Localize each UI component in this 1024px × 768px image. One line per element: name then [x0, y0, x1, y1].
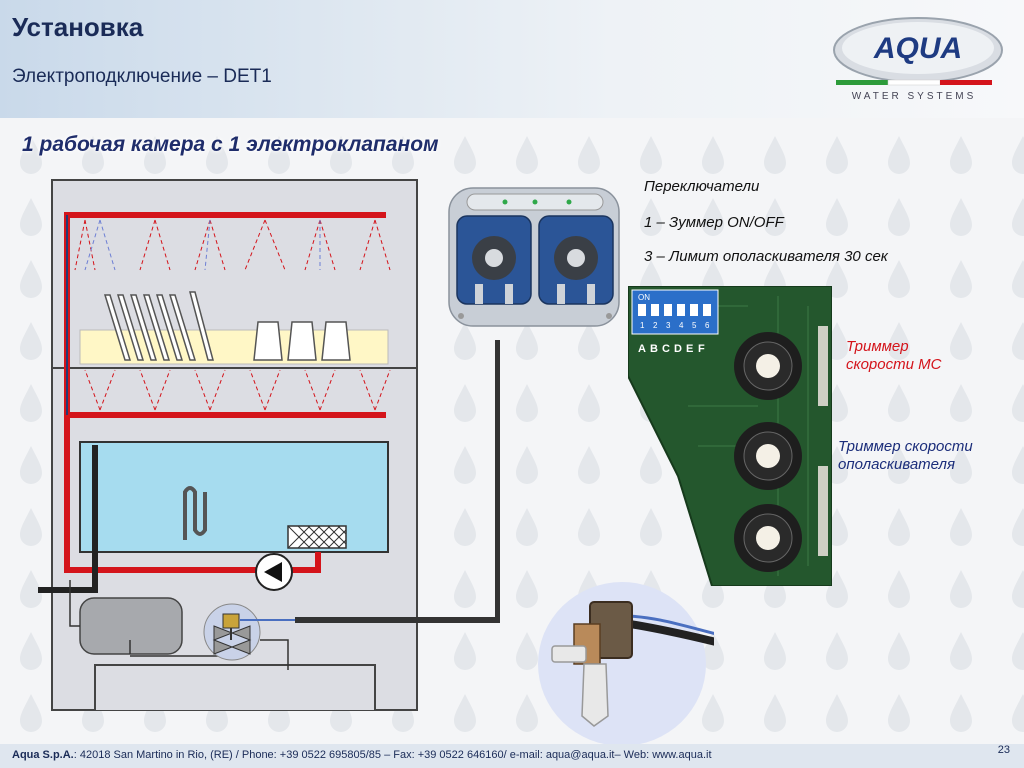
board-letter-d: D [674, 343, 682, 355]
section-title: 1 рабочая камера с 1 электроклапаном [22, 133, 439, 156]
board-letter-c: C [662, 343, 670, 355]
switch-1-note: 1 – Зуммер ON/OFF [644, 214, 784, 231]
board-letter-a: A [638, 343, 646, 355]
footer-text: Aqua S.p.A.: 42018 San Martino in Rio, (… [12, 749, 712, 761]
trimmer-rinse-line1: Триммер скорости [838, 438, 973, 455]
dishwasher-diagram [38, 179, 500, 711]
footer-details: : 42018 San Martino in Rio, (RE) / Phone… [73, 749, 712, 761]
control-board-image: ON 1 2 3 4 5 6 A B C D E F [628, 286, 832, 586]
dosing-pump-image [448, 187, 620, 327]
switch-3-note: 3 – Лимит ополаскивателя 30 сек [644, 248, 888, 265]
board-letter-b: B [650, 343, 658, 355]
trimmer-mc-line1: Триммер [846, 338, 909, 355]
dip-on-label: ON [638, 293, 650, 302]
dip-num-5: 5 [692, 321, 697, 330]
aqua-logo: AQUA WATER SYSTEMS [833, 17, 1003, 102]
logo-tagline: WATER SYSTEMS [852, 91, 977, 102]
dip-num-2: 2 [653, 321, 658, 330]
page-number: 23 [997, 744, 1010, 756]
trimmer-mc-line2: скорости МС [846, 356, 942, 373]
trimmer-rinse-line2: ополаскивателя [838, 456, 955, 473]
footer-band [0, 744, 1024, 768]
logo-brand: AQUA [873, 32, 962, 65]
dip-num-6: 6 [705, 321, 710, 330]
trimmer-rinse-label: Триммер скорости ополаскивателя [838, 438, 973, 474]
footer-company: Aqua S.p.A. [12, 749, 74, 761]
page-title: Установка [12, 12, 144, 42]
solenoid-valve-image [538, 582, 714, 746]
switches-heading: Переключатели [644, 178, 760, 195]
dip-num-3: 3 [666, 321, 671, 330]
trimmer-mc-label: Триммер скорости МС [846, 338, 941, 374]
page-subtitle: Электроподключение – DET1 [12, 66, 272, 87]
board-letter-f: F [698, 343, 705, 355]
board-letter-e: E [686, 343, 693, 355]
dip-num-1: 1 [640, 321, 645, 330]
dip-num-4: 4 [679, 321, 684, 330]
